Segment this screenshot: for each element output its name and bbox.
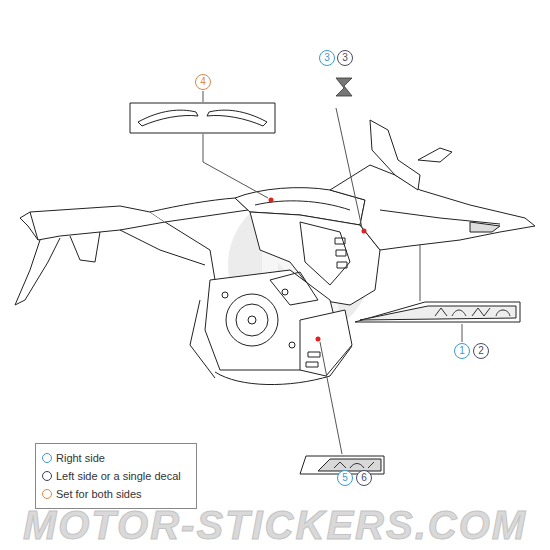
callout-number: 1 (459, 346, 465, 356)
callout-number: 6 (361, 473, 367, 483)
callout-circle: 4 (195, 74, 211, 90)
legend-row: Left side or a single decal (42, 467, 190, 485)
callout-number: 4 (200, 77, 206, 87)
callout-circle: 1 (454, 343, 470, 359)
legend-box: Right sideLeft side or a single decalSet… (35, 443, 197, 509)
callout-circle: 3 (337, 50, 353, 66)
watermark: MOTOR-STICKERS.COM (23, 503, 527, 548)
callout-circle: 5 (337, 470, 353, 486)
callout-circle: 3 (319, 50, 335, 66)
callout-circle: 2 (473, 343, 489, 359)
legend-text: Set for both sides (56, 488, 142, 500)
callout-number: 2 (478, 346, 484, 356)
legend-ring (42, 453, 52, 463)
callout-circle: 6 (356, 470, 372, 486)
legend-ring (42, 471, 52, 481)
legend-text: Right side (56, 452, 105, 464)
legend-ring (42, 489, 52, 499)
watermark-wrap: MOTOR-STICKERS.COM (0, 503, 550, 548)
callout-number: 3 (324, 53, 330, 63)
legend-text: Left side or a single decal (56, 470, 181, 482)
callout-number: 3 (342, 53, 348, 63)
callout-number: 5 (342, 473, 348, 483)
legend-row: Right side (42, 449, 190, 467)
legend-row: Set for both sides (42, 485, 190, 503)
